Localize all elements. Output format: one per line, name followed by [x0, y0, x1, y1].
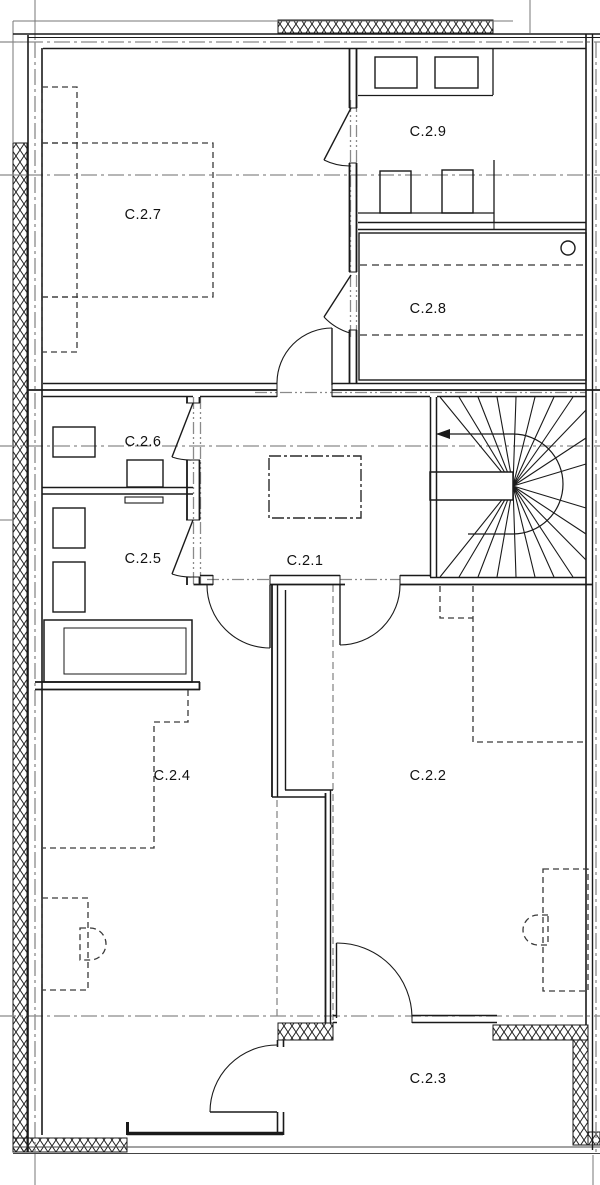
exterior-walls — [13, 33, 600, 1152]
room-label-c26: C.2.6 — [125, 434, 162, 450]
room-label-c25: C.2.5 — [125, 551, 162, 567]
c27-bed — [41, 142, 214, 298]
wall-axis-lines — [192, 100, 586, 585]
door-c23-from-c24 — [209, 1044, 278, 1113]
door-c28 — [323, 274, 352, 334]
c22-desk — [542, 868, 589, 992]
mid-wall-band — [28, 382, 600, 398]
hatch-top-strip — [277, 19, 494, 34]
shaft-walls — [271, 585, 333, 1023]
door-c24 — [206, 584, 271, 649]
bathtub-inner — [63, 627, 187, 675]
door-c22 — [339, 584, 401, 646]
c28-fixtures — [358, 232, 587, 381]
hatch-right-wall — [572, 1039, 589, 1146]
stair-landing-box — [429, 471, 514, 501]
room-label-c21: C.2.1 — [287, 553, 324, 569]
hatch-bottom-right-h — [492, 1024, 589, 1041]
c25-fixtures — [43, 496, 193, 683]
top-rooms-walls — [348, 48, 586, 383]
hatch-mid-bottom — [277, 1022, 334, 1041]
centerlines — [0, 41, 600, 1152]
room-label-c23: C.2.3 — [410, 1071, 447, 1087]
hidden-edge-lines — [276, 585, 334, 1020]
c29-fixtures — [374, 56, 479, 214]
c24-chair — [79, 927, 107, 961]
skylight-dashed-rect — [268, 455, 362, 519]
stair-walls — [429, 397, 586, 579]
door-c23-from-c22 — [335, 942, 413, 1019]
stair-walk-line — [436, 429, 564, 535]
c24-wardrobe — [43, 690, 189, 849]
room-label-c29: C.2.9 — [410, 124, 447, 140]
hatch-bottom-left — [12, 1137, 128, 1153]
door-c25 — [171, 519, 194, 578]
room-labels: C.2.1 C.2.2 C.2.3 C.2.4 C.2.5 C.2.6 C.2.… — [125, 124, 447, 1087]
bathtub-outer — [43, 619, 193, 683]
c22-chair — [522, 914, 549, 946]
c26-fixtures — [52, 426, 164, 488]
room-label-c28: C.2.8 — [410, 301, 447, 317]
c23-walls — [13, 1014, 497, 1139]
stair-treads — [439, 396, 587, 578]
hall-bottom-band — [193, 574, 593, 586]
room-label-c27: C.2.7 — [125, 207, 162, 223]
door-c29 — [323, 107, 352, 167]
hatched-wall-sections — [12, 19, 600, 1153]
drain-circle — [560, 240, 576, 256]
door-c26 — [171, 402, 194, 461]
door-c27 — [276, 327, 333, 385]
headroom-dashed-lines — [360, 264, 585, 336]
c24-desk — [41, 897, 89, 991]
c27-nightstand-bottom — [41, 296, 78, 353]
hatch-left-wall — [12, 142, 28, 1153]
hatch-right-foot — [587, 1131, 600, 1146]
stair-direction-arrow — [436, 429, 450, 439]
c22-bed — [439, 586, 586, 743]
room-label-c24: C.2.4 — [154, 768, 191, 784]
c27-nightstand-top — [41, 86, 78, 144]
c26-c25-walls — [35, 397, 201, 691]
room-label-c22: C.2.2 — [410, 768, 447, 784]
furniture-dashed — [41, 86, 589, 992]
